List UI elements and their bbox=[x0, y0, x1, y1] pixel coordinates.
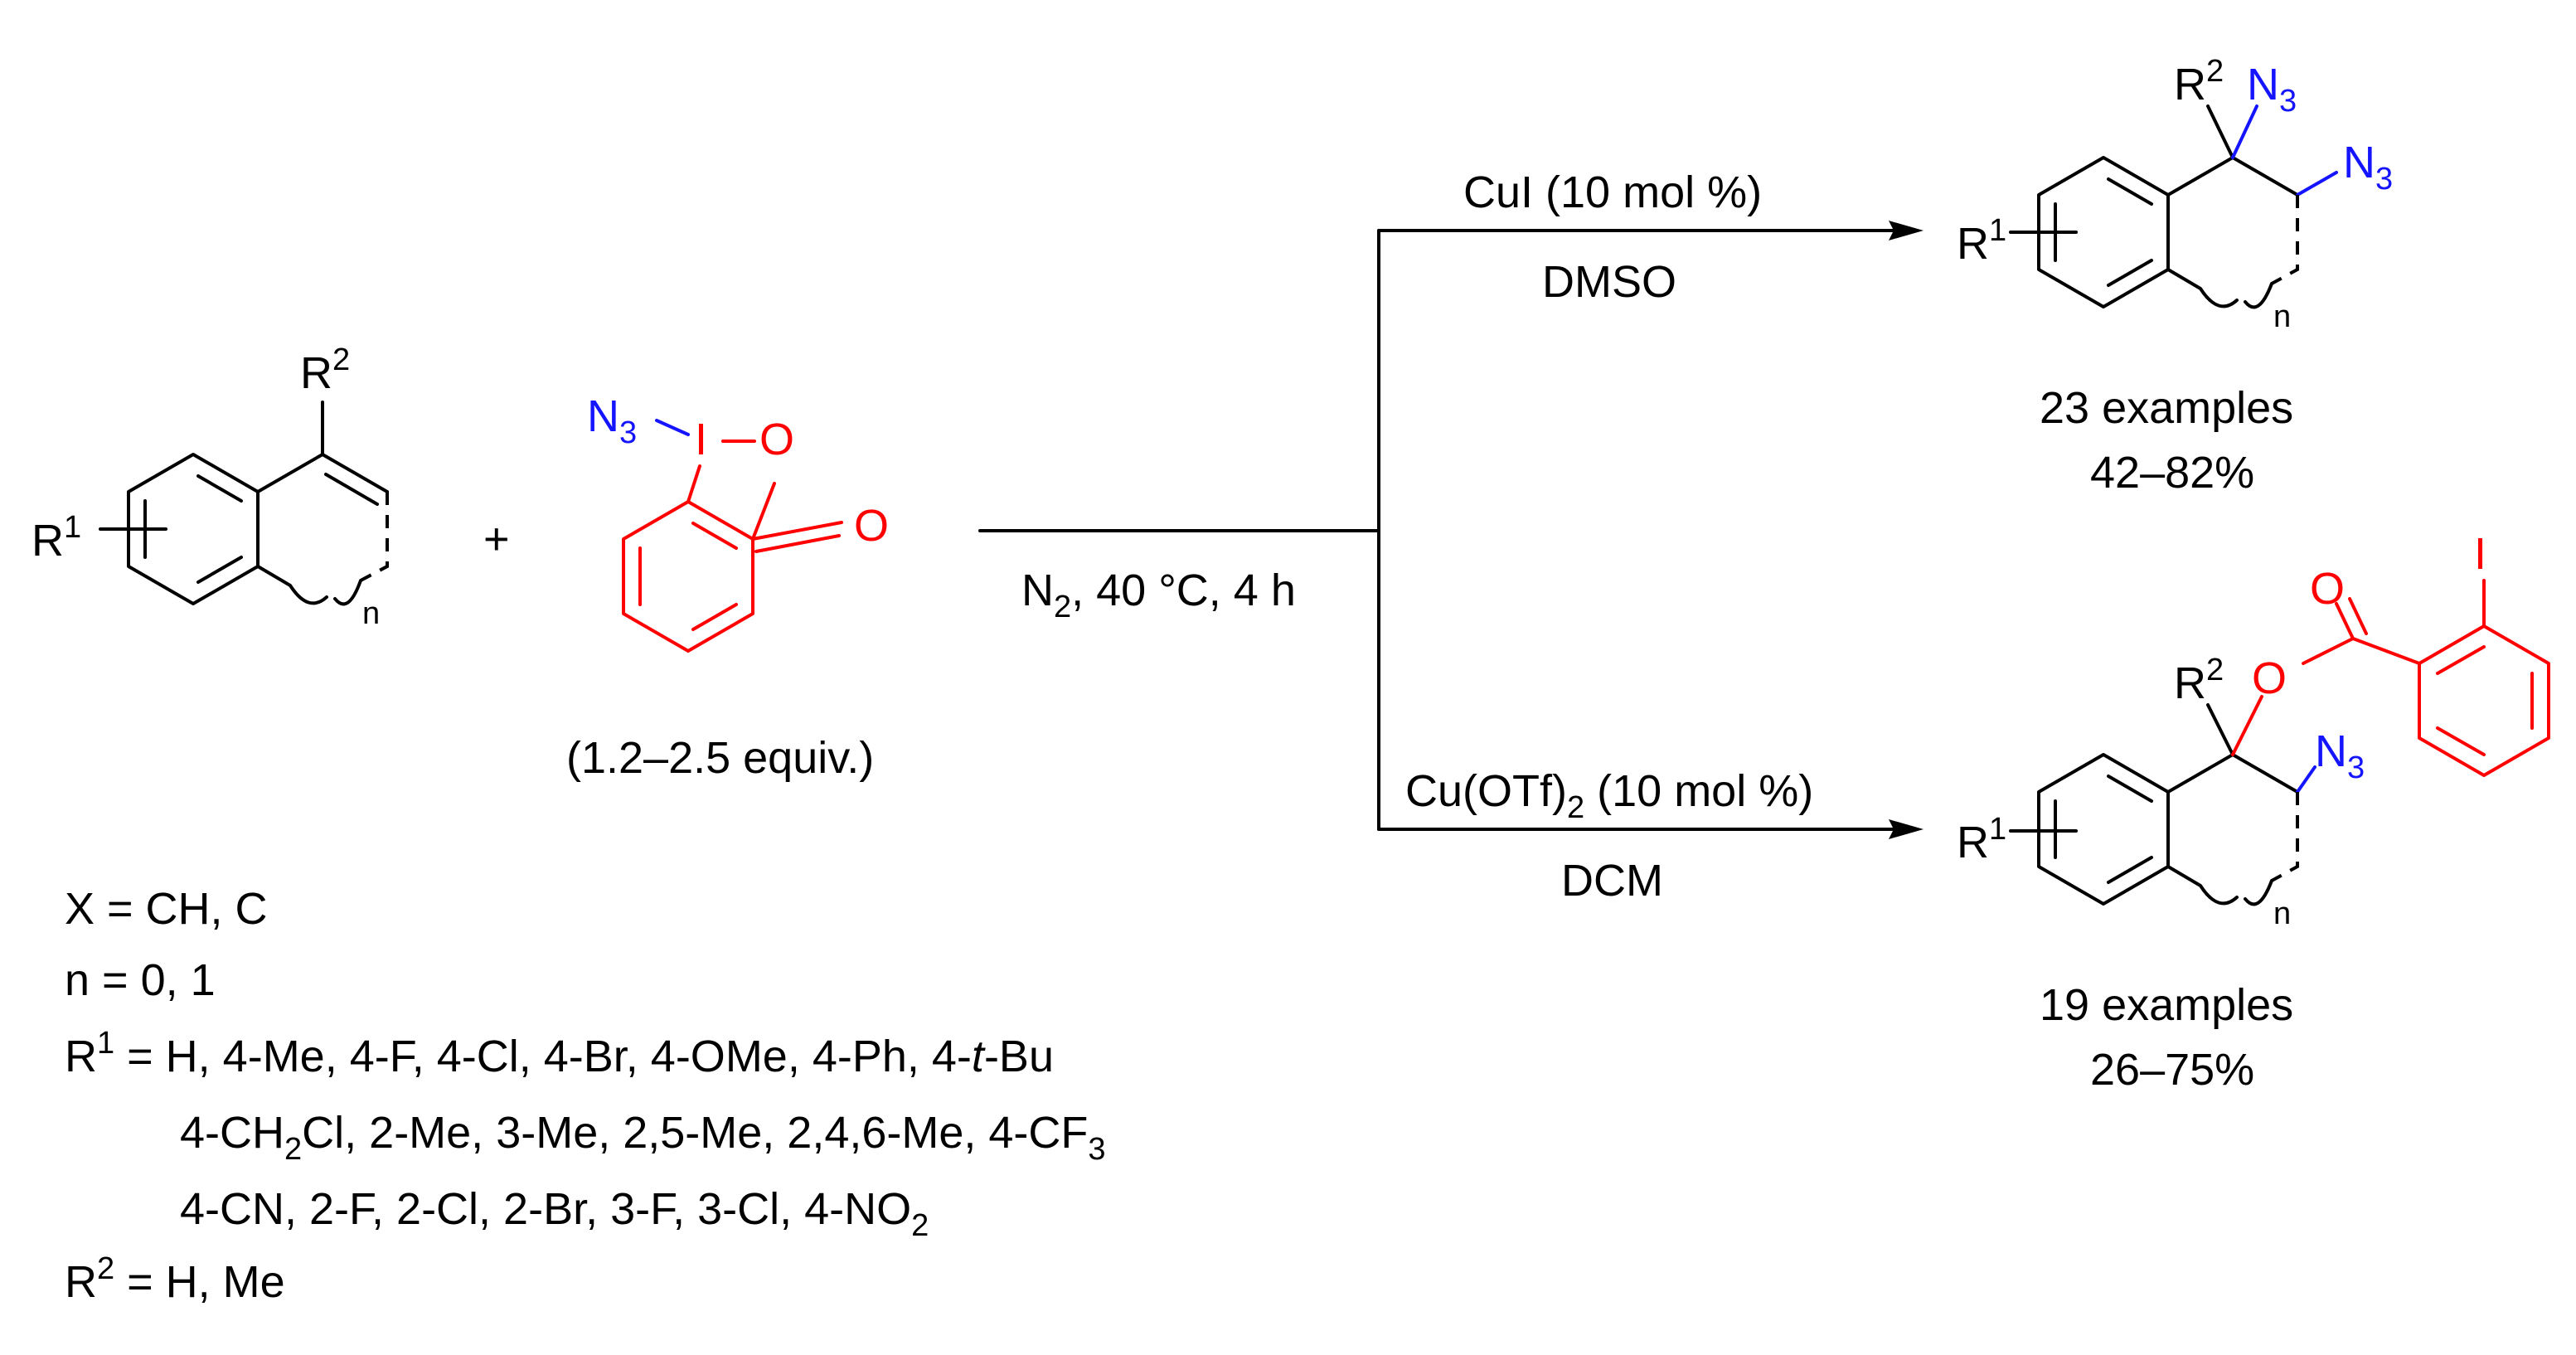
scope-r1-line-1: R1 = H, 4-Me, 4-F, 4-Cl, 4-Br, 4-OMe, 4-… bbox=[65, 1026, 1054, 1081]
product-bottom-iodine: I bbox=[2474, 529, 2486, 579]
scope-r1-line-2: 4-CH2Cl, 2-Me, 3-Me, 2,5-Me, 2,4,6-Me, 4… bbox=[180, 1108, 1106, 1167]
reagent-ring-oxygen: O bbox=[759, 415, 794, 464]
product-top-r1: R1 bbox=[1957, 213, 2006, 269]
product-bottom-bonds bbox=[2009, 703, 2299, 906]
top-solvent: DMSO bbox=[1542, 257, 1676, 307]
product-bottom-ester-oxygen: O bbox=[2252, 653, 2287, 703]
iodobenzoate-bonds bbox=[2302, 579, 2550, 777]
product-bottom-yield: 26–75% bbox=[2090, 1045, 2254, 1095]
product-top-r2: R2 bbox=[2174, 54, 2224, 109]
product-bottom-r2: R2 bbox=[2174, 653, 2224, 708]
reagent-bonds bbox=[622, 440, 843, 653]
reactant-bonds bbox=[99, 401, 389, 605]
product-top-n: n bbox=[2273, 299, 2291, 334]
product-bottom-r1: R1 bbox=[1957, 812, 2006, 867]
product-bottom-n3: N3 bbox=[2315, 726, 2365, 785]
scope-n-line: n = 0, 1 bbox=[65, 955, 216, 1005]
bottom-solvent: DCM bbox=[1561, 856, 1663, 906]
top-catalyst: CuI (10 mol %) bbox=[1463, 168, 1762, 217]
top-arrowhead bbox=[1889, 221, 1924, 240]
reactant-r1: R1 bbox=[32, 510, 81, 566]
reactant-n: n bbox=[362, 596, 380, 631]
product-bottom-carbonyl-oxygen: O bbox=[2310, 564, 2345, 614]
reagent-iodine: I bbox=[695, 415, 707, 464]
plus-sign: + bbox=[483, 514, 510, 564]
substrate-scope: X = CH, C n = 0, 1 R1 = H, 4-Me, 4-F, 4-… bbox=[65, 884, 1106, 1307]
reagent-carbonyl-oxygen: O bbox=[854, 501, 889, 551]
azidobenziodoxolone-reagent: N3 I O O (1.2–2.5 equiv.) bbox=[566, 391, 889, 783]
bottom-catalyst: Cu(OTf)2 (10 mol %) bbox=[1405, 766, 1813, 825]
reagent-equivalents: (1.2–2.5 equiv.) bbox=[566, 733, 874, 783]
common-conditions: N2, 40 °C, 4 h bbox=[1021, 566, 1296, 624]
product-top-n3-a: N3 bbox=[2247, 60, 2297, 119]
product-top-examples: 23 examples bbox=[2040, 383, 2293, 433]
scope-r2-line: R2 = H, Me bbox=[65, 1251, 285, 1307]
diazide-product: R2 N3 N3 R1 n 23 examples 42–82% bbox=[1957, 54, 2393, 498]
product-top-bonds bbox=[2009, 104, 2299, 308]
bottom-arrowhead bbox=[1889, 819, 1924, 839]
product-bottom-n: n bbox=[2273, 896, 2291, 931]
product-bottom-examples: 19 examples bbox=[2040, 980, 2293, 1030]
alkene-reactant: R2 R1 n bbox=[32, 342, 389, 631]
product-top-n3-b: N3 bbox=[2343, 138, 2393, 197]
product-top-yield: 42–82% bbox=[2090, 448, 2254, 498]
scope-r1-line-3: 4-CN, 2-F, 2-Cl, 2-Br, 3-F, 3-Cl, 4-NO2 bbox=[180, 1184, 929, 1243]
reagent-n3: N3 bbox=[587, 391, 637, 450]
azido-ester-product: R2 O O I N3 R1 n 19 examples 26–75% bbox=[1957, 529, 2550, 1095]
scope-x-line: X = CH, C bbox=[65, 884, 268, 934]
branched-arrow bbox=[978, 221, 1924, 839]
reactant-r2: R2 bbox=[300, 342, 350, 398]
